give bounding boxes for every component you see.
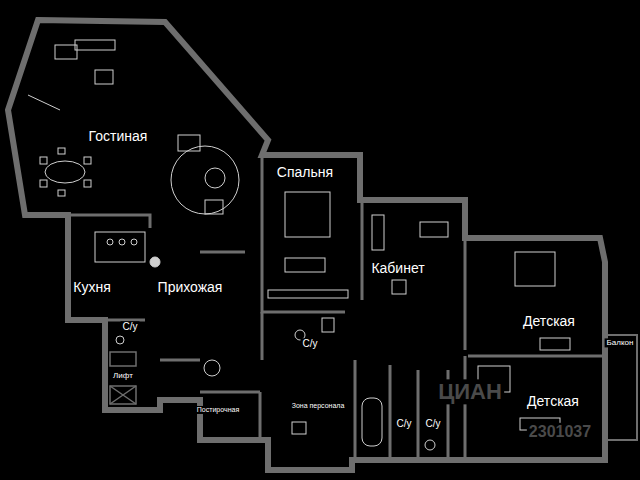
armchair	[205, 200, 223, 214]
bathtub	[362, 398, 382, 446]
chair	[84, 180, 91, 187]
room-label: Прихожая	[156, 279, 225, 295]
hob	[119, 239, 125, 245]
furniture	[28, 40, 570, 450]
wall	[464, 356, 467, 460]
wall	[68, 215, 150, 228]
watermark: 2301037	[527, 423, 593, 441]
coffee-table	[205, 168, 225, 188]
wall	[200, 251, 245, 254]
bed	[515, 252, 555, 286]
room-label: Зона персонала	[290, 402, 347, 410]
room-label: Детская	[521, 313, 577, 329]
wall	[259, 392, 262, 440]
watermark: ЦИАН	[436, 379, 504, 404]
toilet	[425, 440, 435, 450]
armchair	[178, 135, 200, 151]
sink	[322, 318, 334, 332]
desk	[420, 222, 448, 237]
bed	[285, 192, 330, 237]
elevator-shaft	[110, 352, 136, 366]
chair	[40, 180, 47, 187]
bench	[285, 258, 325, 272]
sofa	[372, 215, 384, 250]
chair	[58, 148, 65, 154]
room-label: С/у	[424, 418, 443, 430]
room-label: Спальня	[275, 164, 335, 180]
dining-table	[45, 161, 85, 183]
elevator-cross	[110, 386, 136, 404]
wall	[160, 359, 200, 362]
wall	[464, 238, 467, 350]
room-label: С/у	[301, 338, 320, 350]
sink	[292, 422, 306, 434]
wall	[468, 355, 605, 358]
room-label: Балкон	[605, 338, 636, 347]
rug	[171, 146, 239, 214]
room-label: Лифт	[111, 371, 135, 380]
sofa	[75, 40, 115, 50]
room-label: Кабинет	[369, 260, 426, 276]
wall	[389, 365, 392, 460]
washer	[204, 360, 220, 376]
bench	[28, 95, 60, 110]
room-label: Кухня	[71, 279, 112, 295]
room-label: Постирочная	[195, 406, 241, 414]
chair	[58, 190, 65, 196]
armchair	[392, 280, 406, 294]
desk	[540, 338, 570, 350]
room-label: С/у	[121, 321, 140, 333]
wall	[261, 312, 264, 360]
wall	[200, 391, 260, 394]
wall	[417, 370, 420, 460]
kitchen-island	[95, 232, 145, 262]
toilet	[116, 336, 124, 344]
armchair	[55, 45, 77, 59]
balcony	[607, 335, 637, 440]
room-label: Гостиная	[87, 128, 150, 144]
room-label: Детская	[525, 393, 581, 409]
hob	[131, 239, 137, 245]
hob	[107, 239, 113, 245]
room-label: С/у	[395, 418, 414, 430]
elevator-car	[110, 386, 136, 404]
walls	[8, 20, 637, 470]
wall	[361, 200, 364, 300]
wardrobe	[268, 290, 348, 298]
column	[150, 257, 160, 267]
wall	[354, 360, 357, 460]
chair	[40, 157, 47, 164]
armchair	[95, 70, 113, 84]
chair	[84, 157, 91, 164]
outer-wall	[8, 20, 605, 470]
wall	[262, 155, 345, 312]
